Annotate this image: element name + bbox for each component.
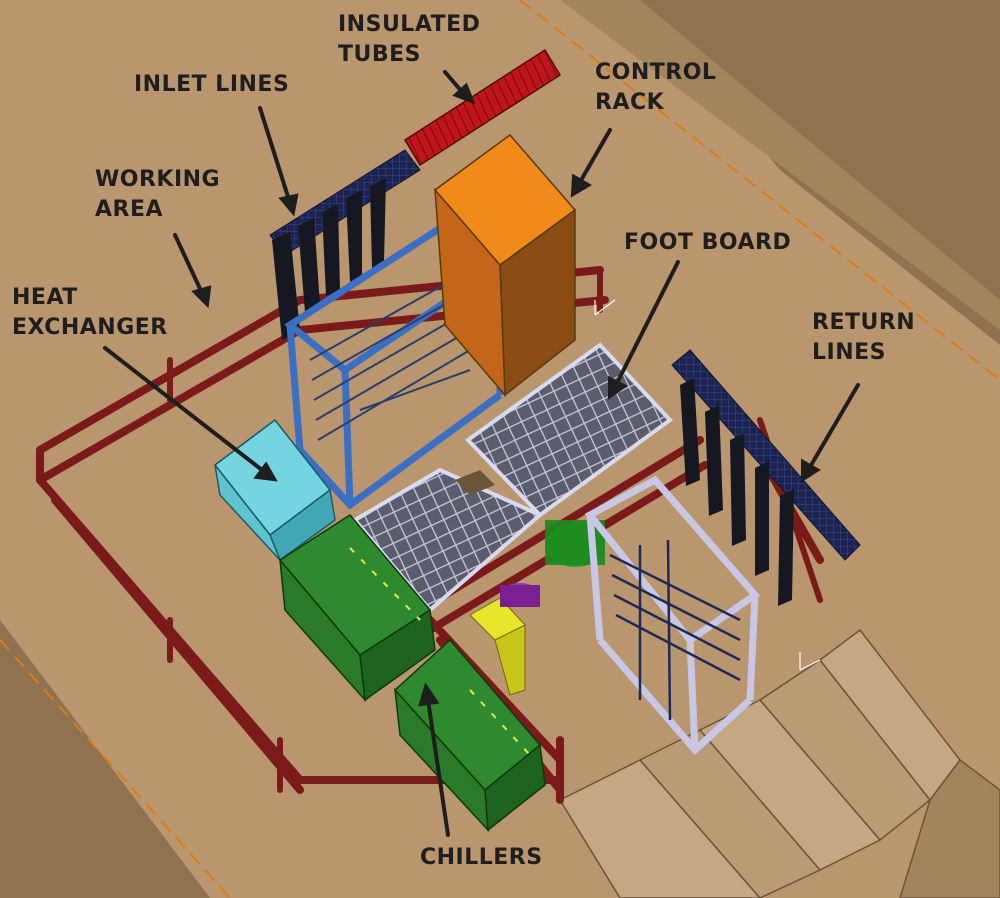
stairs: [558, 628, 1000, 898]
label-line: RETURN: [812, 310, 916, 335]
arrowhead-icon: [570, 173, 592, 198]
label-line: WORKING: [95, 167, 221, 192]
arrow-inlet-lines: [258, 106, 291, 202]
pit-edge-line: [0, 639, 231, 898]
label-line: INLET LINES: [134, 72, 290, 97]
return-lines: [671, 349, 861, 606]
arrowhead-icon: [278, 193, 299, 217]
label-chillers: CHILLERS: [420, 843, 543, 873]
arrowhead-icon: [253, 461, 278, 482]
arrowhead-icon: [608, 375, 628, 400]
label-line: HEAT: [12, 285, 78, 310]
label-line: CONTROL: [595, 60, 717, 85]
inlet-lines: [269, 149, 421, 340]
axis-marker: [594, 299, 821, 671]
chillers: [278, 514, 546, 833]
arrow-return-lines: [808, 383, 860, 469]
label-foot-board: FOOT BOARD: [624, 228, 791, 258]
label-insulated-tubes: INSULATED TUBES: [338, 10, 480, 70]
label-line: TUBES: [338, 42, 422, 67]
arrowhead-icon: [191, 285, 212, 309]
light-frame-lower-racks: [609, 539, 741, 721]
label-line: AREA: [95, 197, 164, 222]
label-line: LINES: [812, 340, 886, 365]
arrowhead-icon: [801, 458, 821, 483]
arrowhead-icon: [452, 82, 476, 105]
label-heat-exchanger: HEAT EXCHANGER: [12, 283, 168, 343]
pit-wall-right-inner: [560, 0, 1000, 330]
arrow-control-rack: [578, 128, 612, 184]
arrow-foot-board: [615, 260, 680, 385]
arrow-heat-exchanger: [103, 346, 264, 472]
label-working-area: WORKING AREA: [95, 165, 220, 225]
leader-arrows: [103, 70, 860, 837]
arrow-chillers: [426, 698, 450, 837]
label-line: INSULATED: [338, 12, 481, 37]
label-return-lines: RETURN LINES: [812, 308, 915, 368]
label-line: FOOT BOARD: [624, 230, 792, 255]
label-inlet-lines: INLET LINES: [134, 70, 289, 100]
arrowhead-icon: [418, 682, 440, 707]
label-line: CHILLERS: [420, 845, 543, 870]
pit-edge-line: [519, 0, 1000, 381]
control-rack: [433, 133, 577, 398]
label-line: EXCHANGER: [12, 315, 168, 340]
arrow-working-area: [173, 233, 204, 295]
label-control-rack: CONTROL RACK: [595, 58, 716, 118]
insulated-tubes: [403, 48, 562, 167]
label-line: RACK: [595, 90, 665, 115]
